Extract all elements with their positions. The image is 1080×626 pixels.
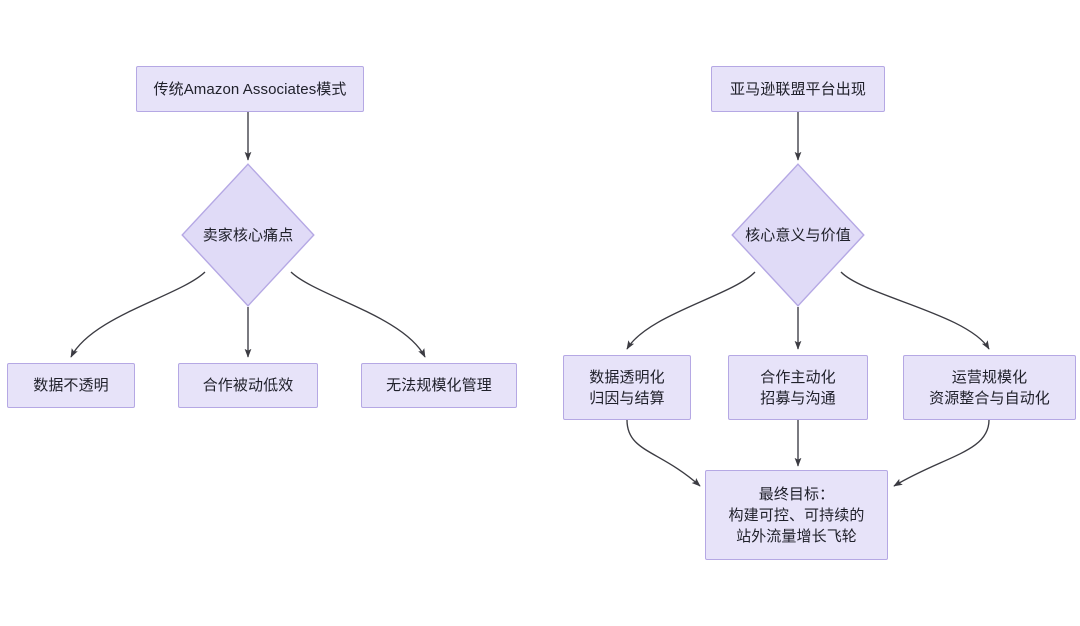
- diamond-shape: [731, 163, 865, 307]
- node-right-decision[interactable]: 核心意义与价值: [731, 163, 865, 307]
- node-left-decision-label: 卖家核心痛点: [202, 226, 294, 244]
- edge-leaf1-to-goal: [626, 419, 701, 487]
- diamond-shape: [181, 163, 315, 307]
- node-right-leaf-2[interactable]: 合作主动化 招募与沟通: [728, 355, 868, 420]
- node-left-root[interactable]: 传统Amazon Associates模式: [136, 66, 364, 112]
- node-right-root[interactable]: 亚马逊联盟平台出现: [711, 66, 885, 112]
- node-left-leaf-3[interactable]: 无法规模化管理: [361, 363, 517, 408]
- node-right-leaf-1[interactable]: 数据透明化 归因与结算: [563, 355, 691, 420]
- node-right-leaf-3[interactable]: 运营规模化 资源整合与自动化: [903, 355, 1076, 420]
- node-right-decision-label: 核心意义与价值: [745, 226, 851, 244]
- node-left-decision[interactable]: 卖家核心痛点: [181, 163, 315, 307]
- node-left-leaf-1[interactable]: 数据不透明: [7, 363, 135, 408]
- edge-leaf3-to-goal: [893, 419, 990, 487]
- node-left-leaf-2[interactable]: 合作被动低效: [178, 363, 318, 408]
- node-right-goal[interactable]: 最终目标： 构建可控、可持续的 站外流量增长飞轮: [705, 470, 888, 560]
